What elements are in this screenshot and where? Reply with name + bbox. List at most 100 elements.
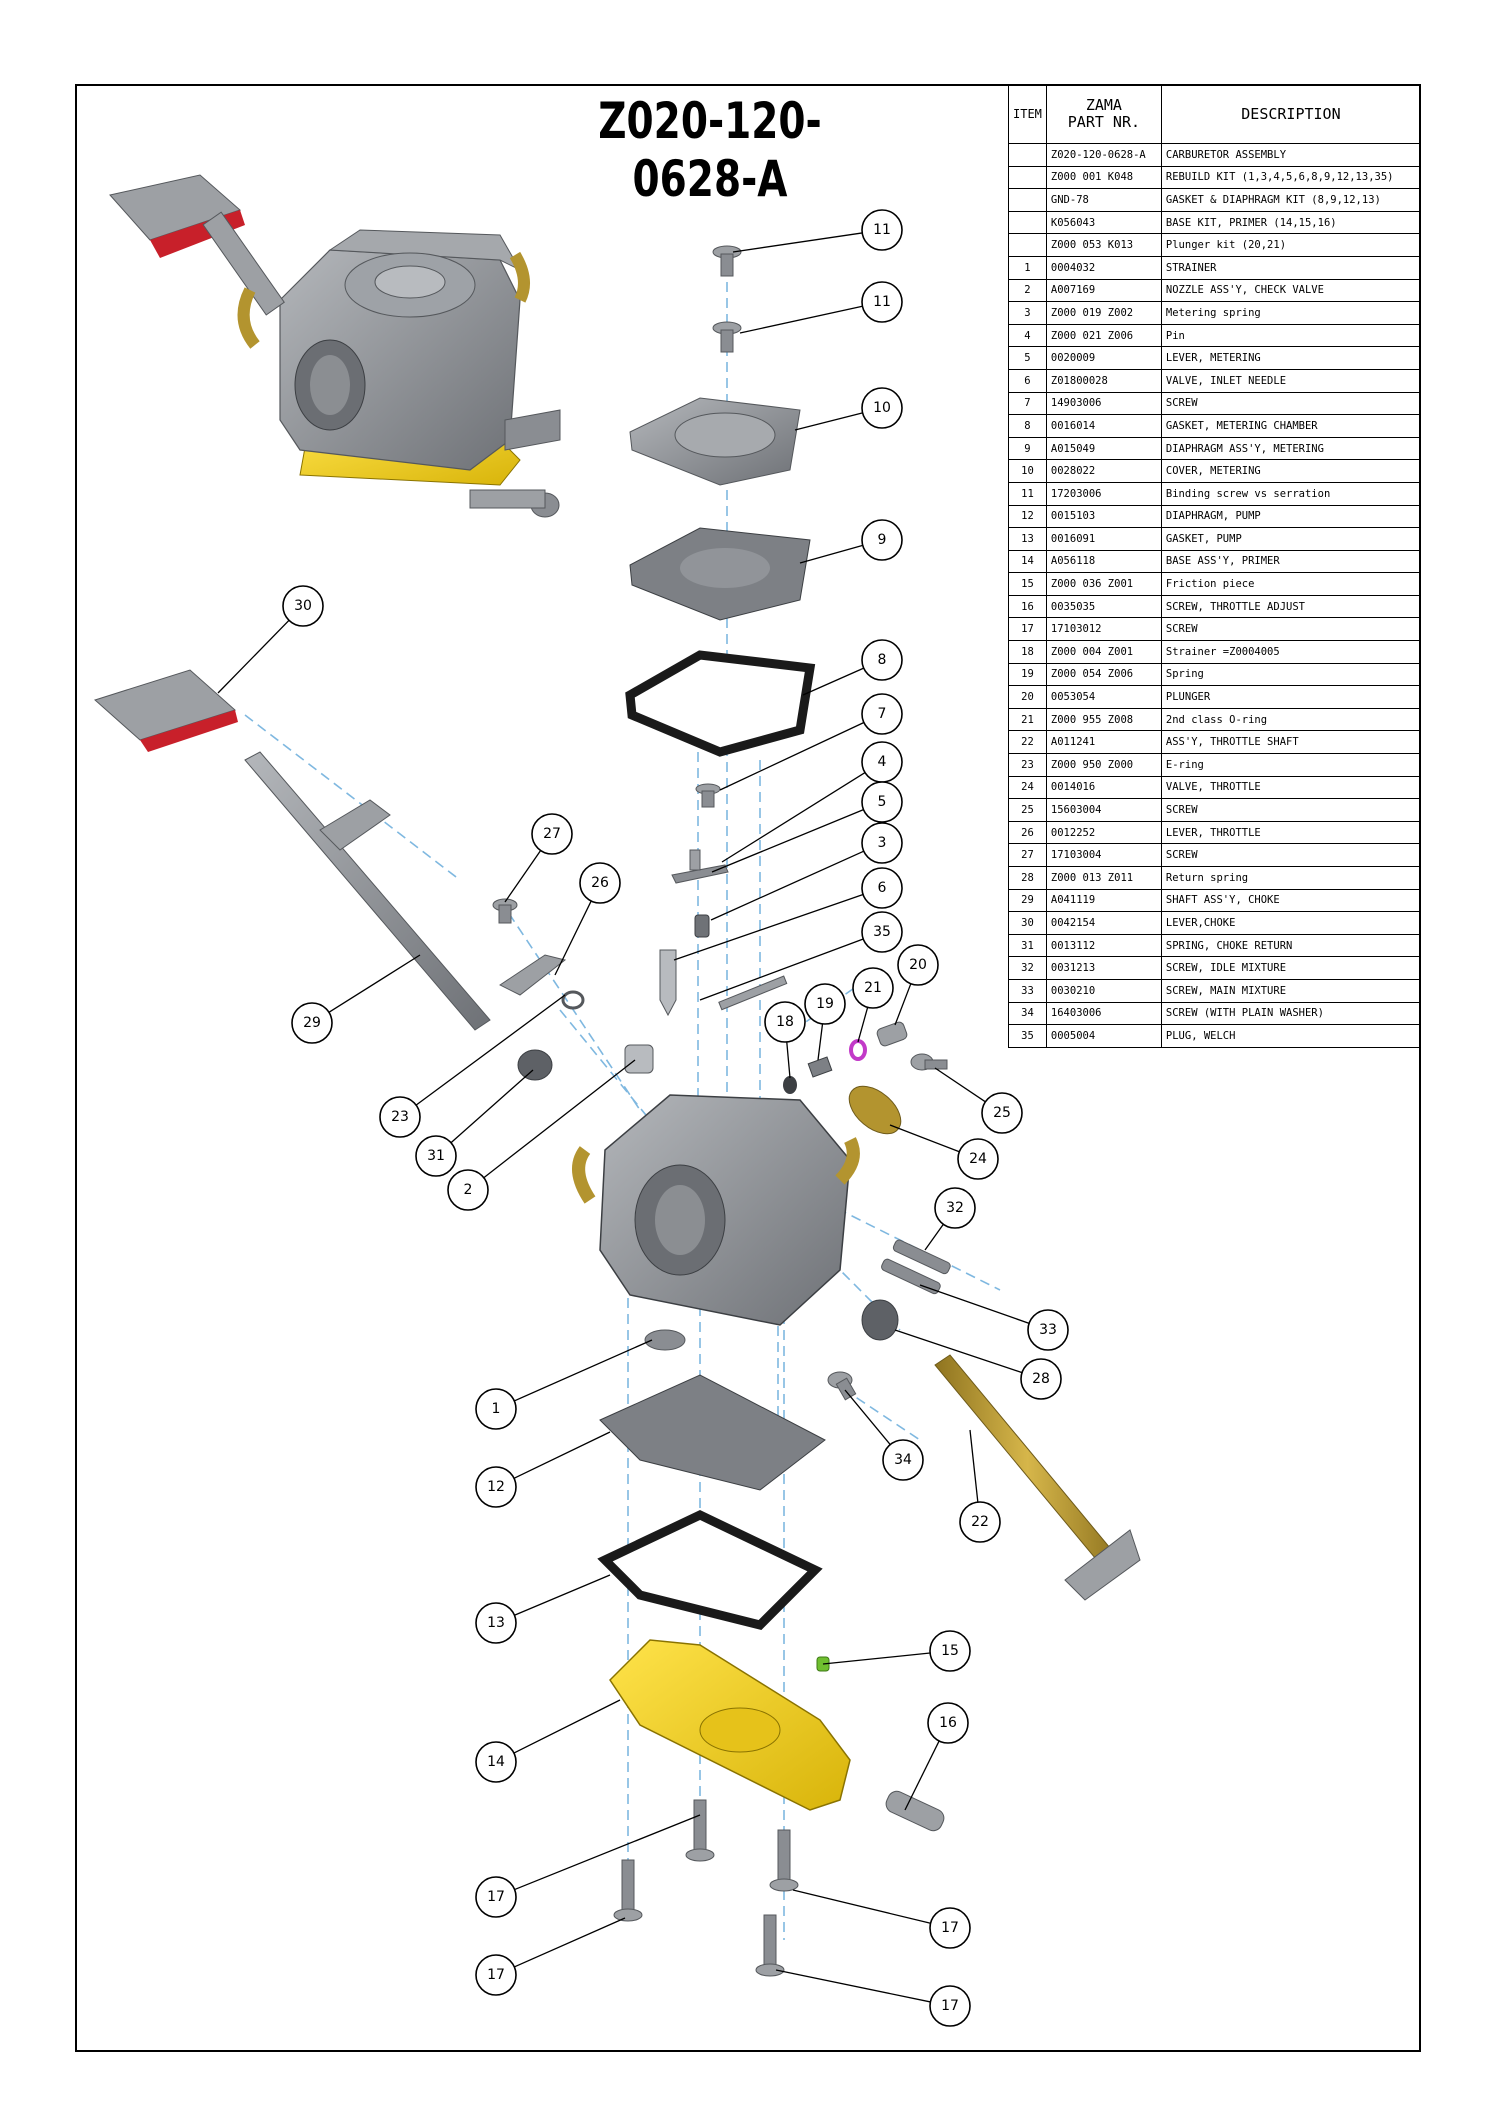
table-cell-item: 28 [1008, 866, 1047, 890]
header-part-number: ZAMA PART NR. [1045, 84, 1162, 144]
callout-number: 13 [487, 1615, 505, 1631]
table-cell-item [1008, 233, 1047, 257]
callout-11: 11 [861, 281, 903, 323]
callout-17: 17 [929, 1985, 971, 2027]
table-cell-description: Pin [1160, 323, 1422, 348]
callout-number: 16 [939, 1715, 957, 1731]
leader-line [711, 809, 864, 873]
callout-number: 11 [873, 294, 891, 310]
callout-number: 11 [873, 222, 891, 238]
callout-circle [934, 1187, 976, 1229]
part-12-pump-diaphragm [599, 1374, 826, 1491]
leader-line [504, 850, 542, 903]
leader-line [894, 1329, 1023, 1374]
leader-line [710, 850, 865, 921]
callout-number: 26 [591, 875, 609, 891]
callout-number: 17 [487, 1967, 505, 1983]
table-cell-part-number: 14903006 [1045, 391, 1162, 416]
callout-number: 27 [543, 826, 561, 842]
table-cell-description: SCREW (WITH PLAIN WASHER) [1160, 1001, 1422, 1026]
callout-number: 22 [971, 1514, 989, 1530]
leader-line [554, 900, 592, 976]
table-cell-description: LEVER, METERING [1160, 346, 1422, 370]
callout-circle [929, 1630, 971, 1672]
callout-number: 5 [878, 794, 887, 810]
callout-number: 17 [941, 1998, 959, 2014]
callout-29: 29 [291, 1002, 333, 1044]
table-cell-description: Strainer =Z0004005 [1160, 640, 1422, 664]
table-cell-description: Metering spring [1160, 301, 1422, 325]
table-cell-item [1008, 210, 1047, 235]
callout-35: 35 [861, 911, 903, 953]
table-cell-description: SCREW [1160, 617, 1422, 642]
callout-circle [861, 519, 903, 561]
table-cell-description: SCREW [1160, 798, 1422, 822]
table-cell-description: LEVER,CHOKE [1160, 911, 1422, 935]
part-24-throttle-valve [848, 1085, 902, 1135]
table-cell-description: SPRING, CHOKE RETURN [1160, 933, 1422, 958]
table-cell-item: 1 [1008, 255, 1047, 280]
table-cell-part-number: Z000 053 K013 [1045, 233, 1162, 257]
callout-circle [764, 1001, 806, 1043]
callout-number: 15 [941, 1643, 959, 1659]
table-cell-part-number: 0014016 [1045, 775, 1162, 800]
table-cell-part-number: GND-78 [1045, 188, 1162, 212]
header-part-line2: PART NR. [1067, 113, 1141, 131]
leader-line [844, 1389, 891, 1446]
table-cell-part-number: 0015103 [1045, 504, 1162, 529]
part-28-return-spring [861, 1299, 899, 1341]
leader-line [786, 1041, 791, 1079]
table-cell-item: 6 [1008, 368, 1047, 393]
callout-number: 6 [878, 880, 887, 896]
callout-10: 10 [861, 387, 903, 429]
table-cell-item: 4 [1008, 323, 1047, 348]
part-35-welch-plug [718, 975, 788, 1011]
table-cell-item: 31 [1008, 933, 1047, 958]
callout-25: 25 [981, 1092, 1023, 1134]
callout-circle [959, 1501, 1001, 1543]
callout-number: 19 [816, 996, 834, 1012]
callout-number: 34 [894, 1452, 912, 1468]
callout-9: 9 [861, 519, 903, 561]
callout-circle [861, 822, 903, 864]
callout-number: 10 [873, 400, 891, 416]
callout-18: 18 [764, 1001, 806, 1043]
callout-1: 1 [475, 1388, 517, 1430]
callout-circle [861, 387, 903, 429]
part-26-throttle-lever [499, 954, 567, 996]
table-cell-part-number: Z000 054 Z006 [1045, 662, 1162, 687]
callout-21: 21 [852, 967, 894, 1009]
callout-number: 17 [487, 1889, 505, 1905]
table-cell-part-number: A041119 [1045, 888, 1162, 913]
callout-circle [475, 1954, 517, 1996]
callout-circle [475, 1741, 517, 1783]
callout-circle [981, 1092, 1023, 1134]
callout-number: 3 [878, 835, 887, 851]
callout-number: 29 [303, 1015, 321, 1031]
table-cell-part-number: Z000 950 Z000 [1045, 753, 1162, 777]
table-cell-part-number: 16403006 [1045, 1001, 1162, 1026]
callout-circle [861, 693, 903, 735]
leader-line [513, 1699, 621, 1754]
callout-12: 12 [475, 1466, 517, 1508]
table-cell-part-number: 17203006 [1045, 481, 1162, 506]
table-cell-item: 27 [1008, 843, 1047, 867]
part-17-screw-4 [755, 1914, 785, 1977]
table-cell-part-number: Z000 001 K048 [1045, 165, 1162, 190]
part-17-screw-2 [769, 1829, 799, 1892]
table-cell-description: SCREW, THROTTLE ADJUST [1160, 594, 1422, 619]
callout-circle [861, 209, 903, 251]
callout-17: 17 [929, 1907, 971, 1949]
table-cell-part-number: Z000 004 Z001 [1045, 640, 1162, 664]
table-cell-part-number: A007169 [1045, 278, 1162, 303]
callout-31: 31 [415, 1135, 457, 1177]
